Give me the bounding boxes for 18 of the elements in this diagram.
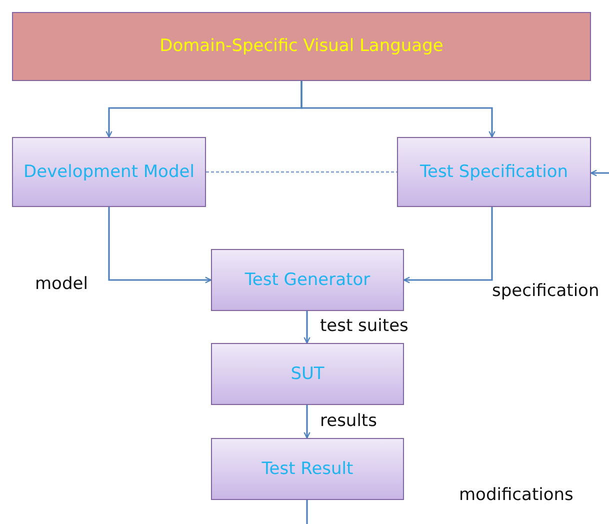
edge-label: test suites <box>320 316 408 336</box>
dashed-connector <box>206 171 397 173</box>
arrow <box>304 405 310 439</box>
arrow <box>108 207 212 284</box>
arrow <box>304 311 310 344</box>
process-box: SUT <box>211 343 404 405</box>
edge-label: model <box>35 274 88 294</box>
annotation-text: modifications <box>459 485 574 505</box>
process-box: Test Generator <box>211 249 404 311</box>
arrow <box>300 81 496 138</box>
arrow <box>590 170 609 176</box>
header-box: Domain-Specific Visual Language <box>12 12 591 81</box>
process-box: Development Model <box>12 137 206 207</box>
edge-label: specification <box>492 281 600 301</box>
arrow <box>403 207 493 284</box>
process-box: Test Result <box>211 438 404 500</box>
edge-label: results <box>320 411 377 431</box>
process-box: Test Specification <box>397 137 591 207</box>
